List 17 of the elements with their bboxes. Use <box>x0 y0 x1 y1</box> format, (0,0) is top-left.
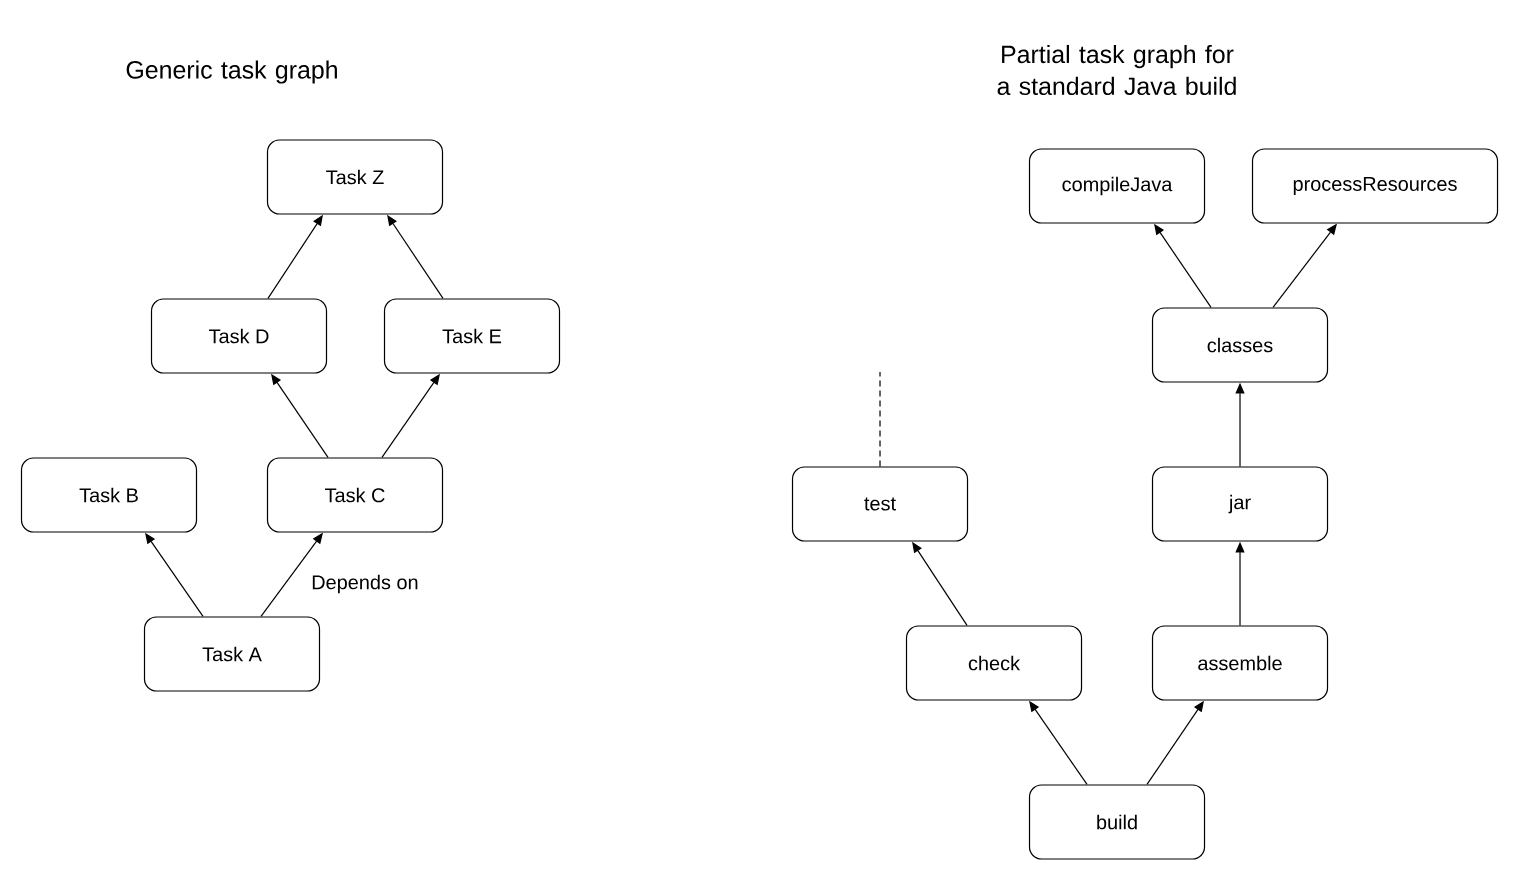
task-box: build <box>1028 784 1206 860</box>
task-box: test <box>791 466 969 542</box>
task-box: classes <box>1151 307 1329 383</box>
task-box: Task E <box>383 298 561 374</box>
task-box: assemble <box>1151 625 1329 701</box>
task-box: Task B <box>20 457 198 533</box>
task-box: processResources <box>1251 148 1499 224</box>
edge-label: Depends on <box>310 573 420 595</box>
task-box: Task D <box>150 298 328 374</box>
task-box: Task Z <box>266 139 444 215</box>
task-box: compileJava <box>1028 148 1206 224</box>
task-box: Task C <box>266 457 444 533</box>
panel-heading: Generic task graph <box>126 60 337 84</box>
task-box: check <box>905 625 1083 701</box>
task-box: jar <box>1151 466 1329 542</box>
panel-heading: Partial task graph for a standard Java build <box>997 44 1236 96</box>
task-box: Task A <box>143 616 321 692</box>
